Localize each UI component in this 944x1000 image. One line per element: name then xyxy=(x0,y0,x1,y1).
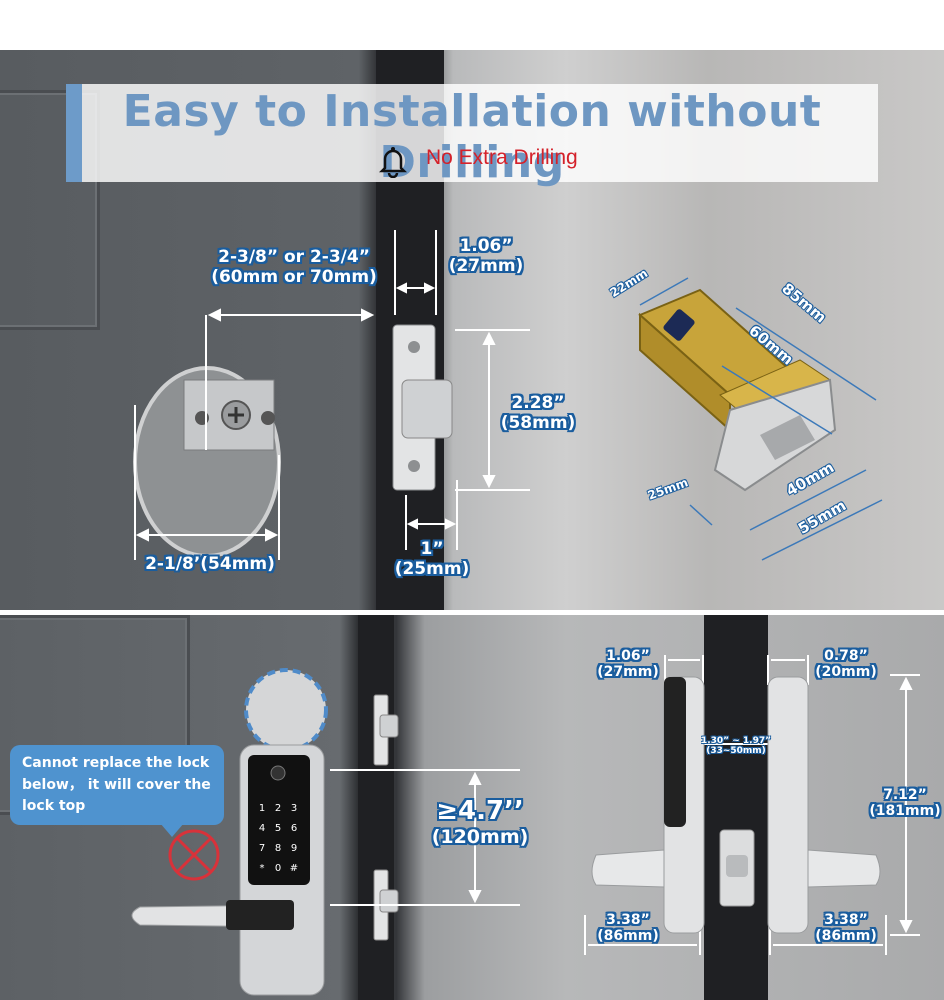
keypad-key: 1 xyxy=(258,803,266,814)
backset-line1: 2-3/8” or 2-3/4” xyxy=(218,247,370,267)
door-side-view xyxy=(704,615,768,1000)
keypad-key: * xyxy=(259,863,265,874)
back-handle-line1: 3.38” xyxy=(824,912,868,928)
spacing-line2: (120mm) xyxy=(431,825,529,848)
faceplate-height-label: 2.28” (58mm) xyxy=(490,393,586,433)
bottom-diagram xyxy=(131,655,920,996)
keypad-key: 8 xyxy=(274,843,282,854)
warning-callout: Cannot replace the lock below， it will c… xyxy=(10,745,224,837)
back-width-line1: 0.78” xyxy=(824,648,868,664)
back-width-line2: (20mm) xyxy=(815,664,877,681)
back-lock-side xyxy=(767,676,809,934)
height-line1: 7.12” xyxy=(883,787,927,803)
keypad-panel xyxy=(248,755,310,885)
lock-spacing-label: ≥4.7’’ (120mm) xyxy=(410,796,550,849)
front-handle-label: 3.38” (86mm) xyxy=(590,912,666,944)
faceplate-width-label: 1.06” (27mm) xyxy=(440,236,532,276)
height-line2: (181mm) xyxy=(869,803,941,820)
bore-diameter-label: 2-1/8’(54mm) xyxy=(145,554,275,574)
door-thickness-label: 1.30” ~ 1.97” (33~50mm) xyxy=(694,736,778,757)
faceplate-height-line2: (58mm) xyxy=(500,412,576,433)
latch-bolt xyxy=(401,379,453,439)
keypad-key: 3 xyxy=(290,803,298,814)
keypad-key: 5 xyxy=(274,823,282,834)
top-installation-panel: Easy to Installation without Drilling No… xyxy=(0,50,944,610)
keypad-key: 2 xyxy=(274,803,282,814)
top-diagram xyxy=(133,230,883,561)
faceplate-width-line2: (27mm) xyxy=(448,255,524,276)
front-handle-line2: (86mm) xyxy=(597,928,659,945)
keypad-key: 4 xyxy=(258,823,266,834)
faceplate-width-line1: 1.06” xyxy=(459,236,513,256)
back-handle-label: 3.38” (86mm) xyxy=(808,912,884,944)
front-handle-line1: 3.38” xyxy=(606,912,650,928)
front-width-line2: (27mm) xyxy=(597,664,659,681)
spacing-line1: ≥4.7’’ xyxy=(436,796,524,826)
bottom-installation-panel: Cannot replace the lock below， it will c… xyxy=(0,615,944,1000)
title-accent-bar xyxy=(66,84,82,182)
back-handle-line2: (86mm) xyxy=(815,928,877,945)
latch-assembly xyxy=(638,288,837,492)
keypad-key: 9 xyxy=(290,843,298,854)
title-band: Easy to Installation without Drilling No… xyxy=(66,84,878,188)
faceplate-height-line1: 2.28” xyxy=(511,393,565,413)
bell-icon xyxy=(376,144,410,178)
page-title: Easy to Installation without Drilling xyxy=(122,86,822,188)
no-entry-icon xyxy=(168,829,220,881)
subtitle: No Extra Drilling xyxy=(426,146,578,169)
backset-label: 2-3/8” or 2-3/4” (60mm or 70mm) xyxy=(196,247,392,287)
front-width-line1: 1.06” xyxy=(606,648,650,664)
door-panel-inset xyxy=(0,90,100,330)
door-thickness-line2: (33~50mm) xyxy=(706,746,766,757)
back-width-label: 0.78” (20mm) xyxy=(808,648,884,680)
keypad-key: 6 xyxy=(290,823,298,834)
keypad-key: 0 xyxy=(274,863,282,874)
keypad-key: # xyxy=(289,863,299,874)
bolt-width-label: 1” (25mm) xyxy=(386,539,478,579)
bolt-width-line1: 1” xyxy=(420,539,444,559)
keypad-key: 7 xyxy=(258,843,266,854)
bolt-width-line2: (25mm) xyxy=(394,558,470,579)
backset-line2: (60mm or 70mm) xyxy=(211,266,377,287)
door-thickness-line1: 1.30” ~ 1.97” xyxy=(700,736,772,746)
front-width-label: 1.06” (27mm) xyxy=(592,648,664,680)
warning-text: Cannot replace the lock below， it will c… xyxy=(22,755,211,815)
lock-height-label: 7.12” (181mm) xyxy=(866,787,944,819)
